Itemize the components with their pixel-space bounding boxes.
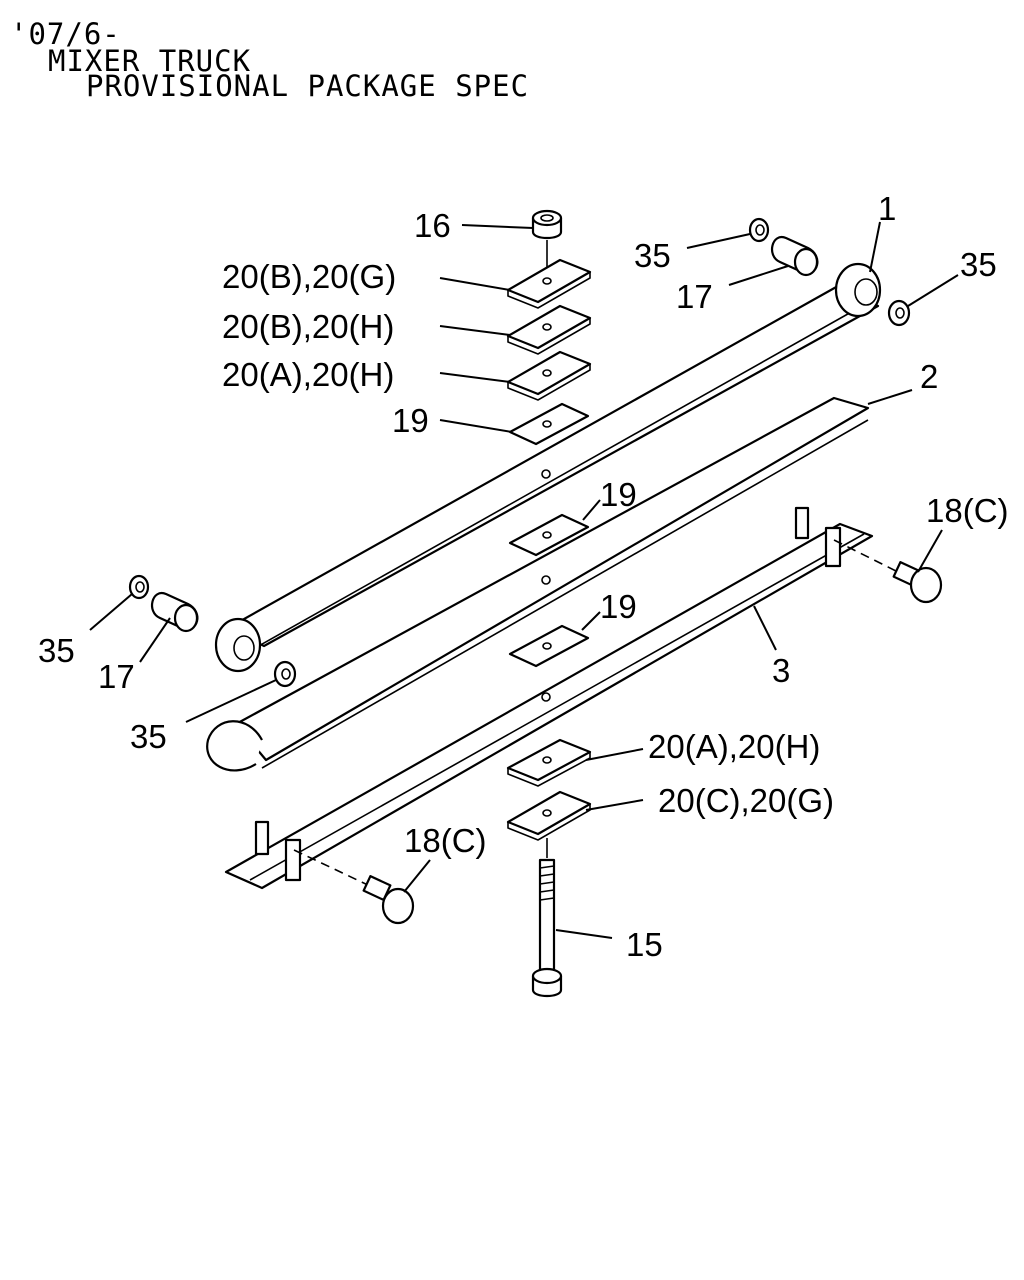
callout-17-top: 17 bbox=[676, 278, 713, 315]
callout-35-top: 35 bbox=[634, 237, 671, 274]
bushing-17-left bbox=[150, 591, 199, 633]
callout-16: 16 bbox=[414, 207, 451, 244]
plate-20ah-bottom bbox=[506, 738, 592, 787]
callout-19-mid: 19 bbox=[600, 476, 637, 513]
leaf-spring-2 bbox=[206, 396, 870, 772]
callout-20ah-top: 20(A),20(H) bbox=[222, 356, 394, 393]
callout-19-low: 19 bbox=[600, 588, 637, 625]
washer-35-left bbox=[128, 574, 150, 600]
callout-18c-right: 18(C) bbox=[926, 492, 1009, 529]
callout-20bh: 20(B),20(H) bbox=[222, 308, 394, 345]
bolt-15 bbox=[531, 838, 563, 998]
plate-20bh bbox=[506, 304, 592, 355]
callout-19-top: 19 bbox=[392, 402, 429, 439]
plate-20ah-top bbox=[506, 350, 592, 401]
pad-19-mid bbox=[508, 513, 590, 557]
bushing-17-top bbox=[770, 235, 819, 277]
callout-35-left: 35 bbox=[38, 632, 75, 669]
callout-35-right: 35 bbox=[960, 246, 997, 283]
callout-1: 1 bbox=[878, 190, 896, 227]
plate-20bg bbox=[506, 258, 592, 309]
callout-35-lower: 35 bbox=[130, 718, 167, 755]
header-spec: PROVISIONAL PACKAGE SPEC bbox=[86, 69, 530, 103]
pad-19-low bbox=[508, 624, 590, 668]
callout-3: 3 bbox=[772, 652, 790, 689]
header-model: MIXER TRUCK bbox=[48, 44, 252, 78]
header-date: '07/6- bbox=[10, 17, 121, 51]
plate-20cg bbox=[506, 790, 592, 841]
leaf-spring-1 bbox=[214, 262, 882, 673]
washer-35-right bbox=[887, 299, 911, 327]
bolt-18c-left bbox=[293, 849, 415, 925]
washer-35-lower bbox=[273, 660, 297, 688]
washer-35-top bbox=[748, 217, 770, 243]
callout-18c-left: 18(C) bbox=[404, 822, 487, 859]
leader-lines bbox=[89, 221, 959, 939]
leaf-spring-3 bbox=[224, 506, 874, 890]
callout-20cg: 20(C),20(G) bbox=[658, 782, 834, 819]
callout-17-left: 17 bbox=[98, 658, 135, 695]
nut-16 bbox=[531, 209, 563, 285]
callout-20bg: 20(B),20(G) bbox=[222, 258, 396, 295]
callout-20ah-bottom: 20(A),20(H) bbox=[648, 728, 820, 765]
callout-15: 15 bbox=[626, 926, 663, 963]
callout-2: 2 bbox=[920, 358, 938, 395]
bolt-18c-right bbox=[833, 539, 943, 604]
pad-19-top bbox=[508, 402, 590, 446]
